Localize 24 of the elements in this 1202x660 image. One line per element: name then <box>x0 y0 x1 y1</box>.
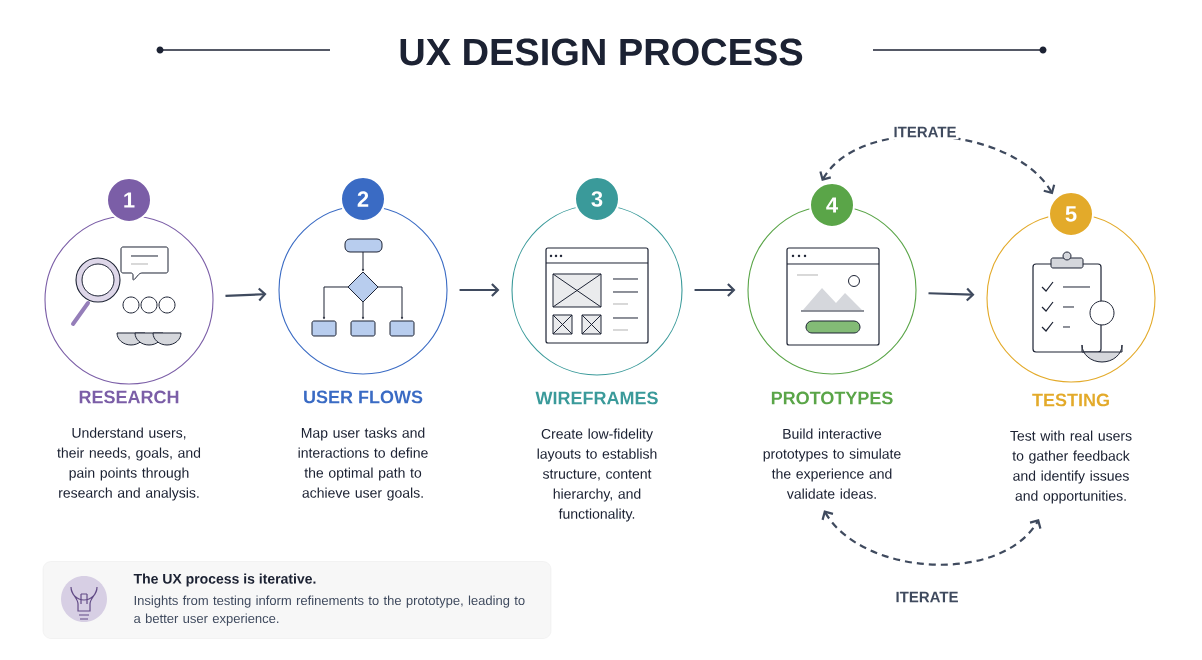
step-description: Map user tasks and interactions to define the optimal path to achieve user goals. <box>298 427 428 501</box>
arrow <box>225 287 267 302</box>
note-heading: The UX process is iterative. <box>133 573 316 587</box>
arrow <box>928 287 975 302</box>
arrow <box>821 510 1042 566</box>
title: UX DESIGN PROCESS <box>400 38 803 66</box>
arrow <box>459 283 500 297</box>
arrow <box>694 283 736 297</box>
step-title: WIREFRAMES <box>535 391 658 405</box>
number-badge: 3 <box>574 176 620 222</box>
step-title: TESTING <box>1032 393 1109 407</box>
number-badge: 4 <box>809 182 855 228</box>
step-description: Test with real users to gather feedback and identify issues and opportunities. <box>1010 430 1132 504</box>
step-description: Create low-fidelity layouts to establish structure, content hierarchy, and functionality. <box>537 428 657 522</box>
number-badge: 1 <box>106 177 152 223</box>
step-description: Build interactive prototypes to simulate the experience and validate ideas. <box>763 428 901 499</box>
number-badge: 2 <box>340 176 386 222</box>
step-title: USER FLOWS <box>304 390 423 404</box>
number-badge: 5 <box>1048 191 1094 237</box>
step-title: RESEARCH <box>79 390 179 404</box>
note-box <box>42 561 552 639</box>
step-title: PROTOTYPES <box>771 391 893 405</box>
note-text: Insights from testing inform refinements to the prototype, leading to a better user experience. <box>134 595 525 626</box>
step-description: Understand users, their needs, goals, and pain points through research and analysis. <box>57 427 201 501</box>
